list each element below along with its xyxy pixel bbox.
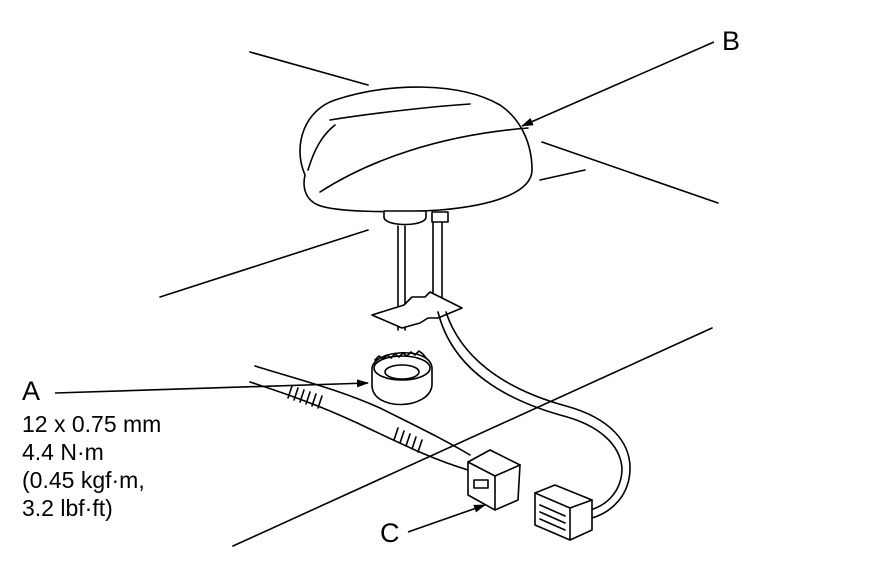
mounting-nut-top <box>373 355 431 381</box>
harness-connector-face <box>467 461 521 511</box>
harness-outer-bottom <box>249 381 469 471</box>
roof-edge-upper-right <box>541 141 719 204</box>
harness-connector <box>467 449 521 511</box>
roof-mounting-hole <box>371 291 463 329</box>
harness-outer-top <box>254 365 471 456</box>
mounting-nut-teeth <box>374 350 427 361</box>
antenna-cable-inner <box>445 311 631 519</box>
antenna-body-ridge <box>319 127 529 193</box>
callout-label-a: A <box>22 376 41 406</box>
spec-a-thread: 12 x 0.75 mm <box>22 411 162 437</box>
antenna-body-shade <box>307 124 336 171</box>
leader-line-a <box>54 379 369 394</box>
leader-line-c <box>407 504 486 533</box>
antenna-stud-boss <box>383 210 427 226</box>
roof-edge-mid-right <box>539 169 586 181</box>
antenna-connector-face <box>534 492 593 541</box>
harness-connector-latch <box>473 479 489 489</box>
roof-edge-front <box>232 327 713 547</box>
antenna-body-crease <box>329 103 471 121</box>
callout-label-b: B <box>722 26 741 56</box>
roof-edge-left <box>159 229 369 298</box>
antenna-cable-post <box>431 211 449 223</box>
leader-line-b <box>521 41 715 127</box>
callout-label-c: C <box>380 518 400 548</box>
spec-a-torque-nm: 4.4 N·m <box>22 439 104 465</box>
antenna-connector <box>534 484 593 541</box>
spec-a-torque-lbfft: 3.2 lbf·ft) <box>22 495 113 521</box>
roof-edge-upper-left <box>249 51 369 86</box>
antenna-connector-ribs <box>539 504 566 531</box>
harness-tape-1 <box>287 385 323 409</box>
mounting-nut-bore <box>384 364 420 380</box>
antenna-cable-outer <box>437 311 623 511</box>
spec-a-torque-kgfm: (0.45 kgf·m, <box>22 467 145 493</box>
harness-tape-2 <box>393 427 423 453</box>
